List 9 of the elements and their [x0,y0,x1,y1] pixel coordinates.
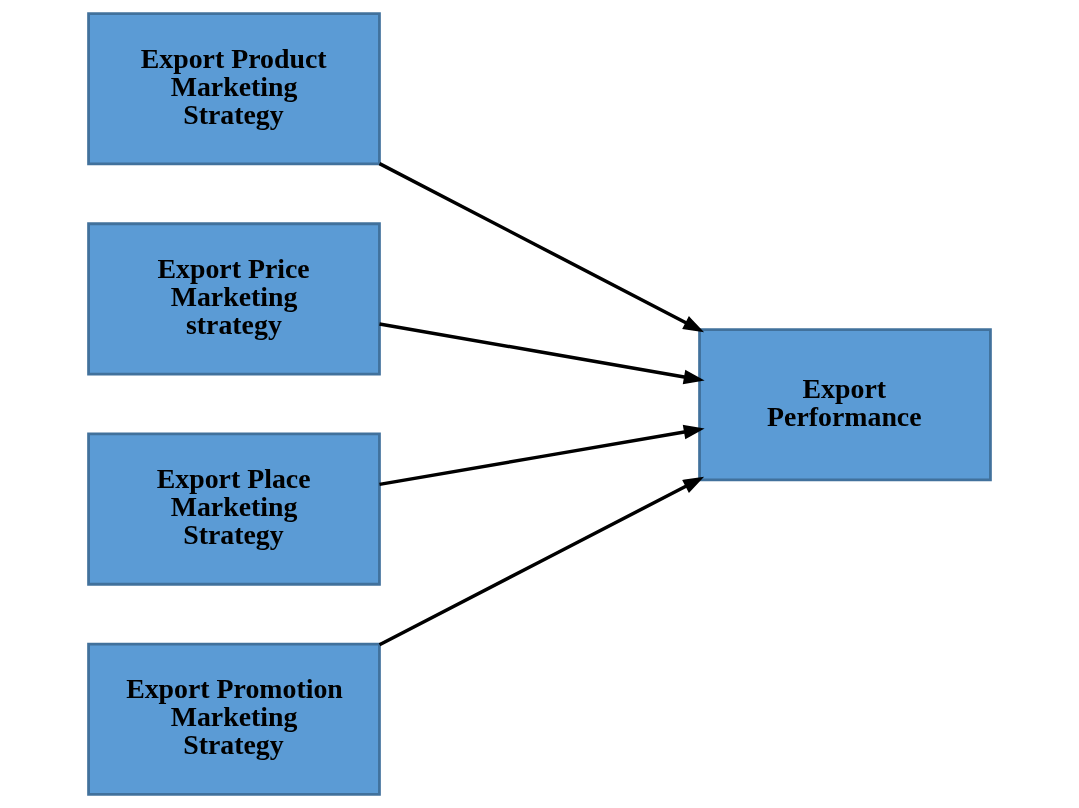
node-box: Export Place Marketing Strategy [87,432,381,586]
node-box: Export Product Marketing Strategy [87,12,381,166]
arrow [378,476,705,647]
arrow [379,322,705,385]
arrow [379,424,705,487]
arrow [378,162,705,333]
node-box: Export Performance [698,328,992,482]
node-box: Export Promotion Marketing Strategy [87,642,381,796]
node-box: Export Price Marketing strategy [87,222,381,376]
